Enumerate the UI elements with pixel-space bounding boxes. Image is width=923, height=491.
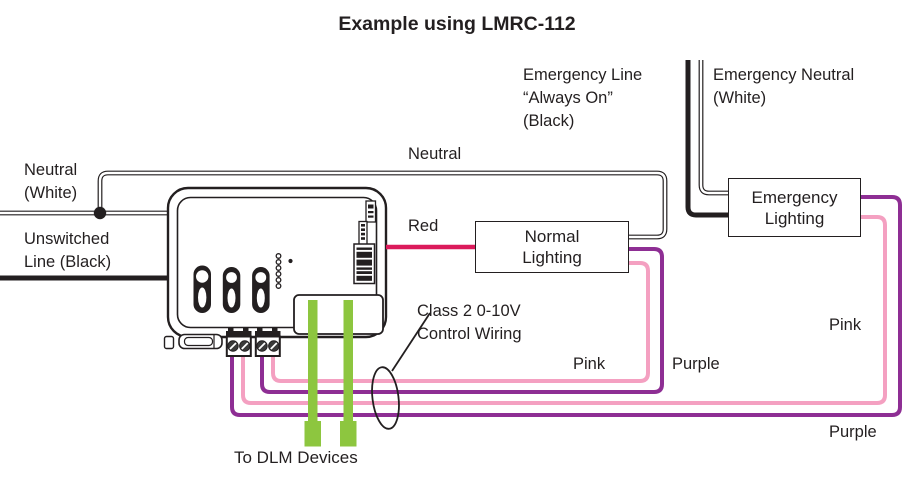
led-dot: [275, 271, 282, 277]
mini-label-mark: [368, 215, 374, 218]
label-line: Control Wiring: [417, 324, 522, 343]
diagram-title: Example using LMRC-112: [338, 13, 576, 35]
bracket-body: [178, 333, 223, 350]
box-line: Lighting: [764, 208, 825, 228]
led-dot: [275, 259, 282, 265]
barcode-stripe: [356, 251, 372, 258]
emergency-neutral-wire-core: [699, 60, 731, 195]
terminal-tooth: [228, 327, 234, 332]
terminal-tooth: [272, 327, 278, 332]
terminal-top-bar: [226, 331, 252, 337]
label-line: “Always On”: [523, 88, 613, 107]
barcode-stripe: [356, 259, 372, 266]
device-markings: [353, 200, 377, 285]
label-neutral-top: Neutral: [408, 145, 462, 163]
clamp-2-slot: [227, 288, 236, 308]
mini-label-mark: [368, 211, 374, 214]
label-neutral-left: Neutral (White): [24, 159, 77, 205]
dlm-green-wire-1: [308, 300, 318, 422]
screw-slot: [229, 342, 237, 350]
purple-wires: [230, 195, 902, 417]
dlm-connector-2: [340, 421, 357, 447]
label-line: Emergency Neutral: [713, 66, 855, 84]
label-purple-emergency: Purple: [829, 423, 877, 441]
dlm-green-wire-2: [343, 300, 353, 422]
neutral-wire-top-core: [98, 171, 667, 239]
junction-dot: [93, 206, 107, 220]
label-unswitched-line: Unswitched Line (Black): [24, 228, 111, 274]
class2-wires: [230, 195, 902, 417]
screw-slot: [241, 342, 249, 350]
dlm-connector-1: [304, 421, 321, 447]
box-line: Emergency: [751, 187, 838, 207]
wire-clamps: [193, 265, 270, 313]
terminal-block-left: [225, 327, 252, 357]
button-dot: [288, 258, 293, 264]
label-line: Unswitched: [24, 230, 110, 248]
label-emergency-neutral: Emergency Neutral (White): [713, 64, 854, 110]
box-line: Normal: [524, 227, 580, 246]
led-dot: [275, 253, 282, 259]
label-line: Class 2 0-10V: [417, 302, 521, 320]
barcode-stripe: [356, 271, 372, 274]
black-wires: [0, 60, 731, 281]
led-dots: [275, 253, 293, 289]
callout-pointer-line: [391, 312, 431, 372]
clamp-1-slot: [198, 287, 207, 308]
pink-wire-emergency: [241, 215, 887, 405]
label-line: Emergency Line: [523, 66, 643, 84]
label-emergency-line: Emergency Line “Always On” (Black): [523, 64, 642, 132]
label-line: (White): [24, 183, 78, 202]
pink-wires: [241, 215, 887, 405]
label-to-dlm-devices: To DLM Devices: [234, 448, 358, 467]
bracket-tab: [163, 335, 175, 350]
purple-wire-normal: [260, 247, 664, 394]
callout: [371, 312, 431, 430]
emergency-lighting-box: Emergency Lighting: [728, 178, 861, 237]
pink-wire-normal: [271, 261, 650, 383]
barcode-stripe: [356, 247, 372, 250]
label-pink-emergency: Pink: [829, 316, 862, 334]
box-line: Lighting: [522, 248, 582, 267]
terminal-block-right: [254, 327, 281, 357]
label-purple-normal: Purple: [672, 355, 720, 373]
connector-pin: [361, 237, 365, 240]
mounting-bracket: [163, 333, 223, 350]
label-red: Red: [408, 217, 439, 235]
connector-pin: [361, 224, 365, 227]
connector-pin: [361, 232, 365, 236]
label-class2-control-wiring: Class 2 0-10V Control Wiring: [417, 300, 522, 346]
terminal-tooth: [257, 327, 263, 332]
screw-slot: [270, 342, 278, 350]
screw-slot: [258, 342, 266, 350]
led-dot: [275, 265, 282, 271]
label-line: (Black): [523, 111, 575, 130]
connector-pin: [361, 228, 365, 231]
normal-lighting-box: Normal Lighting: [475, 221, 629, 273]
led-dot: [275, 283, 282, 289]
label-pink-normal: Pink: [573, 355, 606, 373]
terminal-blocks: [225, 327, 281, 357]
label-line: Neutral: [24, 161, 78, 179]
label-line: (White): [713, 88, 767, 107]
bracket-inner: [183, 336, 214, 347]
neutral-wires-core: [0, 60, 731, 239]
mini-label-mark: [368, 204, 374, 209]
dlm-cables: [304, 300, 357, 447]
clamp-2-hole: [226, 272, 237, 283]
barcode-stripe: [356, 267, 372, 270]
led-dot: [275, 277, 282, 283]
emergency-line-wire: [685, 60, 731, 218]
clamp-3-hole: [255, 272, 267, 283]
dlm-port-panel: [293, 294, 384, 335]
label-line: Line (Black): [24, 252, 112, 271]
purple-wire-emergency: [230, 195, 902, 417]
clamp-3-slot: [256, 288, 265, 308]
terminal-top-bar: [255, 331, 281, 337]
clamp-1-hole: [196, 270, 209, 283]
control-wiring-ellipse: [371, 366, 400, 430]
terminal-tooth: [243, 327, 249, 332]
barcode-stripe: [356, 275, 372, 281]
